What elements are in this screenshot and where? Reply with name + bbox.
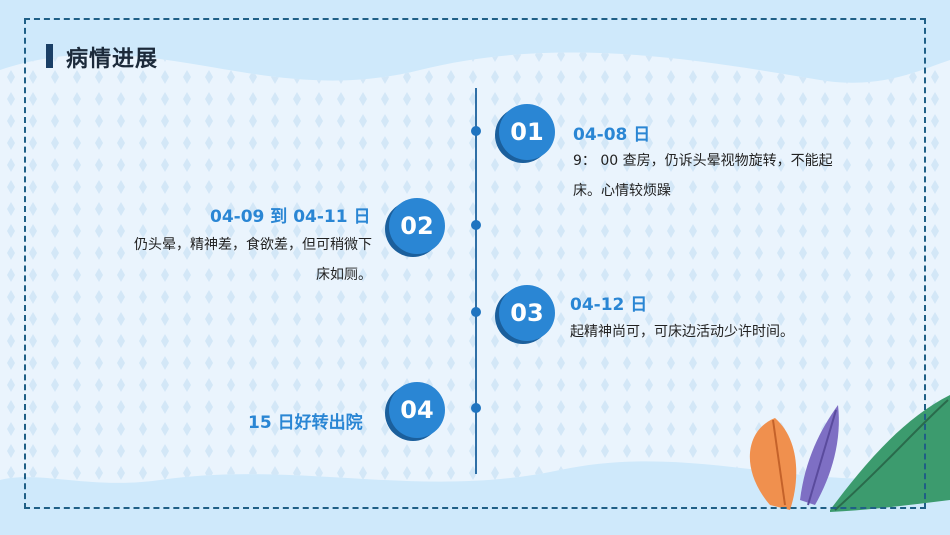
step-badge-01: 01 xyxy=(499,104,555,160)
step-badge-04: 04 xyxy=(389,382,445,438)
timeline-dot-2 xyxy=(471,220,481,230)
step-description-02-line2: 床如厕。 xyxy=(316,267,372,283)
dashed-frame xyxy=(24,18,926,509)
step-description-03: 起精神尚可，可床边活动少许时间。 xyxy=(570,324,794,340)
timeline-dot-1 xyxy=(471,126,481,136)
step-description-02-line1: 仍头晕，精神差，食欲差，但可稍微下 xyxy=(134,237,372,253)
timeline-dot-4 xyxy=(471,403,481,413)
step-date-04: 15 日好转出院 xyxy=(248,413,363,433)
page-title: 病情进展 xyxy=(66,47,159,72)
title-accent-bar xyxy=(46,44,53,68)
leaf-illustration xyxy=(749,395,950,512)
step-date-03: 04-12 日 xyxy=(570,295,648,315)
step-badge-02: 02 xyxy=(389,198,445,254)
timeline-dot-3 xyxy=(471,307,481,317)
step-description-01: 9： 00 查房，仍诉头晕视物旋转，不能起床。心情较烦躁 xyxy=(573,153,833,199)
step-date-02: 04-09 到 04-11 日 xyxy=(210,207,371,227)
timeline-line xyxy=(475,88,477,474)
step-description-02: 仍头晕，精神差，食欲差，但可稍微下 床如厕。 xyxy=(96,230,372,290)
step-date-01: 04-08 日 xyxy=(573,125,651,145)
step-badge-03: 03 xyxy=(499,285,555,341)
